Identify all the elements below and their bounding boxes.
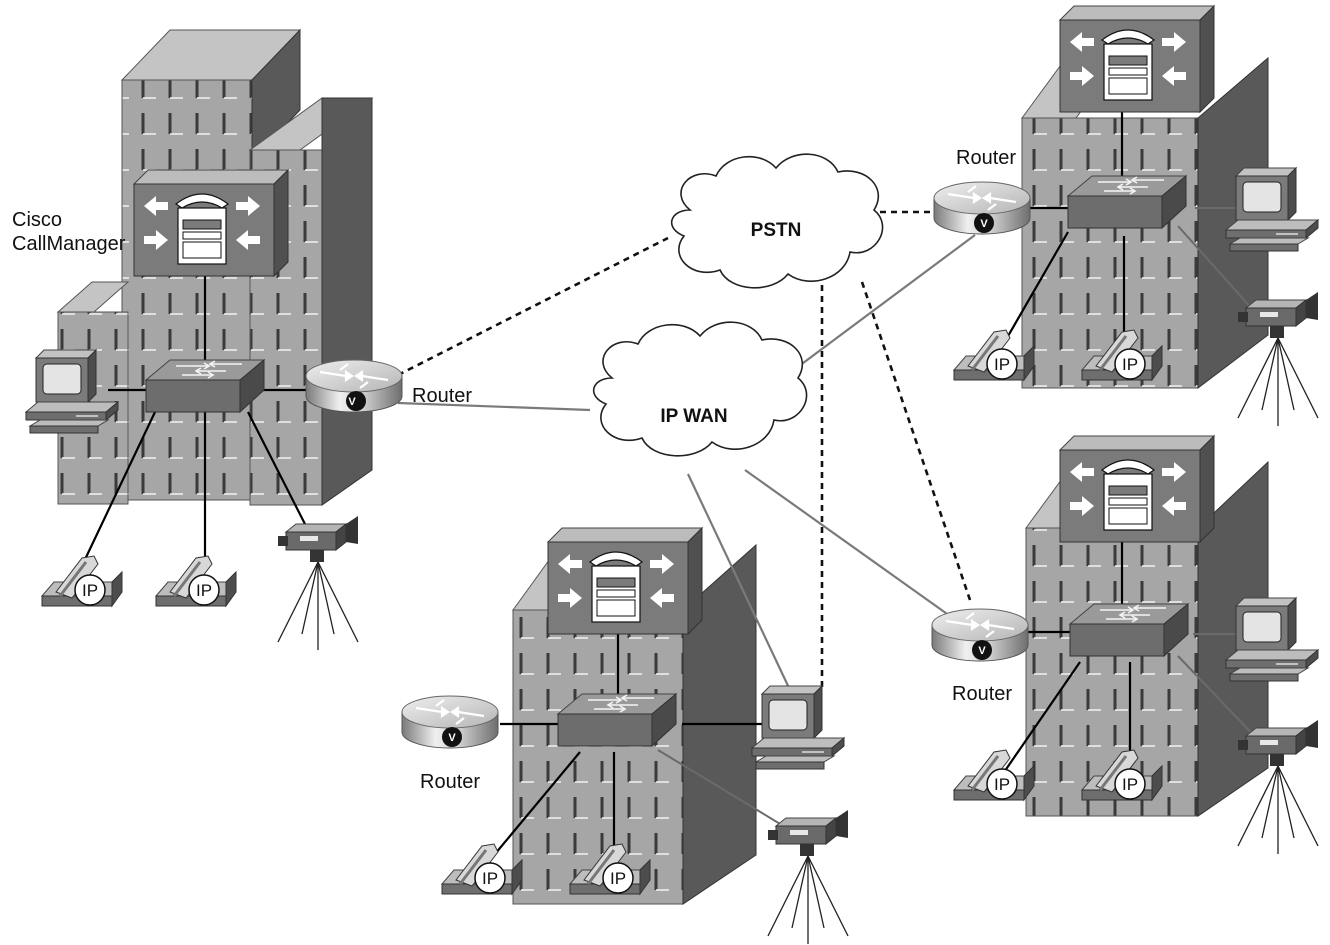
- ip-phone-label: IP: [82, 581, 98, 600]
- ip-phone-top-right-1[interactable]: IP: [952, 328, 1036, 382]
- workstation-bottom-center[interactable]: [751, 685, 845, 770]
- video-camera-bottom-right[interactable]: [1237, 719, 1319, 855]
- ip-phone-bottom-center-2[interactable]: IP: [568, 842, 652, 896]
- router-bottom-center-voice-badge: V: [448, 732, 456, 744]
- lan-links: [79, 106, 1132, 861]
- pstn-links: [397, 210, 972, 688]
- workstation-top-right[interactable]: [1225, 167, 1319, 252]
- ip-phone-hq-2[interactable]: IP: [154, 554, 238, 608]
- pstn-cloud: [671, 153, 884, 289]
- branch-building-bottom-right: [1025, 460, 1269, 817]
- ipwan-label: IP WAN: [660, 406, 727, 427]
- callmanager-server-top-right[interactable]: [1059, 5, 1215, 113]
- video-camera-bottom-center[interactable]: [767, 809, 849, 945]
- ip-phone-label: IP: [1122, 775, 1138, 794]
- router-label-hq: Router: [412, 385, 472, 407]
- ipwan-cloud: [593, 321, 808, 457]
- router-bottom-right[interactable]: V: [930, 607, 1030, 663]
- callmanager-server-hq[interactable]: [133, 169, 289, 277]
- video-camera-top-right[interactable]: [1237, 291, 1319, 427]
- ip-phone-bottom-center-1[interactable]: IP: [440, 842, 524, 896]
- workstation-bottom-right[interactable]: [1225, 597, 1319, 682]
- router-top-right[interactable]: V: [932, 180, 1032, 236]
- ip-phone-top-right-2[interactable]: IP: [1080, 328, 1164, 382]
- wan-links: [397, 234, 976, 691]
- router-label-top-right: Router: [956, 147, 1016, 169]
- router-hq[interactable]: V: [304, 358, 404, 414]
- router-label-bottom-right: Router: [952, 683, 1012, 705]
- callmanager-server-bottom-center[interactable]: [547, 527, 703, 635]
- lan-links-gray: [657, 207, 1263, 837]
- ip-phone-hq-1[interactable]: IP: [40, 554, 124, 608]
- pstn-label: PSTN: [751, 220, 802, 241]
- callmanager-label-line2: CallManager: [12, 233, 126, 255]
- router-label-bottom-center: Router: [420, 771, 480, 793]
- ip-phone-label: IP: [482, 869, 498, 888]
- callmanager-label-line1: Cisco: [12, 209, 62, 231]
- ip-phone-bottom-right-2[interactable]: IP: [1080, 748, 1164, 802]
- ip-phone-bottom-right-1[interactable]: IP: [952, 748, 1036, 802]
- ip-phone-label: IP: [610, 869, 626, 888]
- switch-hq[interactable]: [145, 359, 265, 413]
- ip-phone-label: IP: [994, 355, 1010, 374]
- router-hq-voice-badge: V: [348, 396, 356, 408]
- ip-phone-label: IP: [994, 775, 1010, 794]
- video-camera-hq[interactable]: [277, 515, 359, 651]
- router-bottom-center[interactable]: V: [400, 694, 500, 750]
- ip-phone-label: IP: [196, 581, 212, 600]
- router-bottom-right-voice-badge: V: [978, 645, 986, 657]
- switch-bottom-center[interactable]: [557, 693, 677, 747]
- router-top-right-voice-badge: V: [980, 218, 988, 230]
- ip-phone-label: IP: [1122, 355, 1138, 374]
- switch-top-right[interactable]: [1067, 175, 1187, 229]
- callmanager-server-bottom-right[interactable]: [1059, 435, 1215, 543]
- switch-bottom-right[interactable]: [1069, 603, 1189, 657]
